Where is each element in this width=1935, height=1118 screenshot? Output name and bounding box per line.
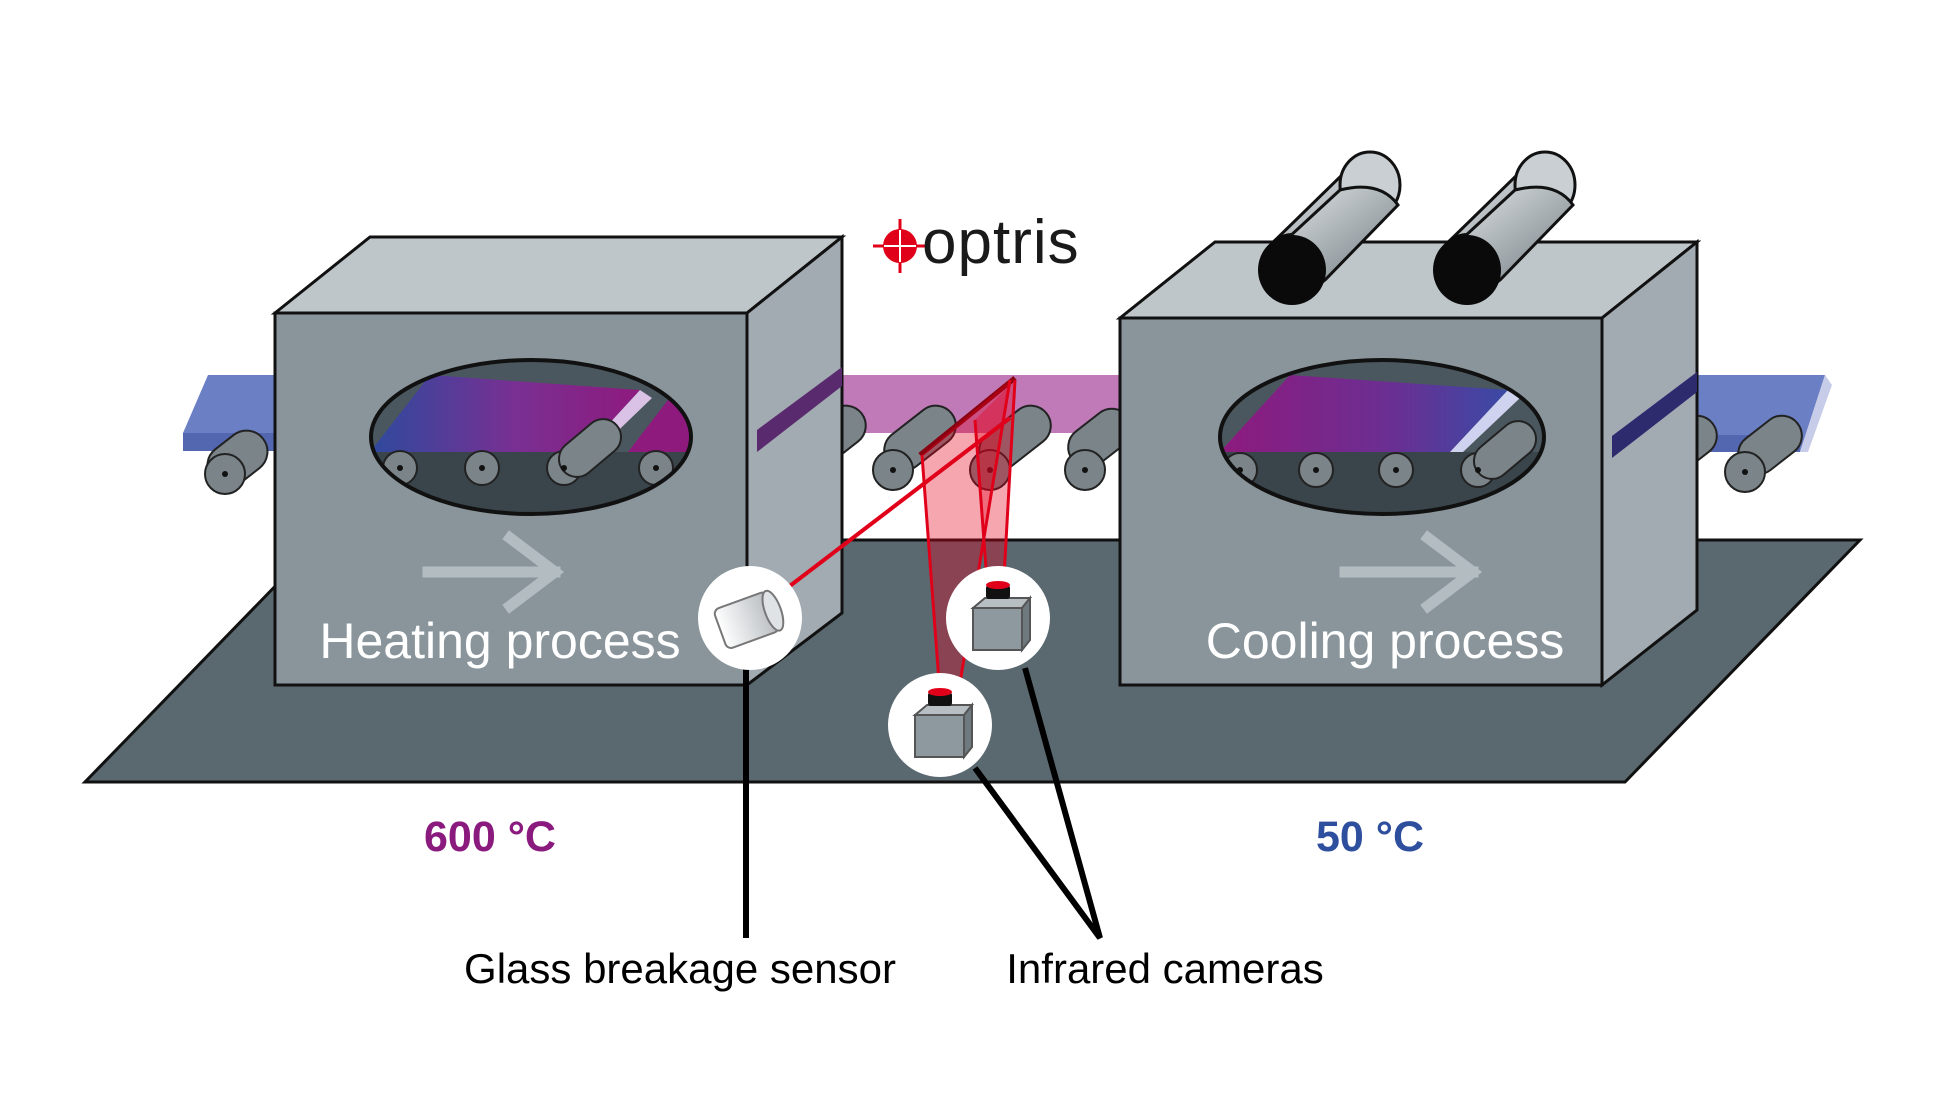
sensor-caption: Glass breakage sensor xyxy=(464,945,896,992)
logo-text: optris xyxy=(922,208,1080,277)
cooling-side-opening xyxy=(1612,372,1697,458)
cooling-temperature: 50 °C xyxy=(1316,813,1424,861)
cooling-furnace-side xyxy=(1600,238,1699,689)
arrow-right-icon xyxy=(422,530,565,614)
heating-side-opening xyxy=(757,367,842,452)
cameras-caption: Infrared cameras xyxy=(1006,945,1323,992)
arrow-right-icon xyxy=(1339,530,1483,614)
infrared-camera-icon xyxy=(946,566,1050,670)
heating-temperature: 600 °C xyxy=(424,813,556,861)
infrared-camera-icon xyxy=(888,673,992,777)
laser-line-top xyxy=(918,376,1017,457)
optris-logo: optris xyxy=(873,208,1080,277)
heating-furnace: Heating process xyxy=(270,233,847,689)
cooling-process-label: Cooling process xyxy=(1206,613,1565,669)
glass-breakage-sensor-icon xyxy=(698,566,802,670)
heating-process-label: Heating process xyxy=(319,613,680,669)
cooling-furnace-top xyxy=(1115,240,1702,320)
camera-view-cone xyxy=(922,380,1010,695)
cooling-furnace: Cooling process xyxy=(1115,150,1702,689)
glass-ribbon-exit-edge xyxy=(1800,375,1832,452)
camera-leader-line xyxy=(972,667,1103,940)
laser-beam xyxy=(776,416,1012,597)
roller-group-left xyxy=(204,429,269,495)
optris-crosshair-icon xyxy=(873,219,927,273)
heating-furnace-top xyxy=(270,235,847,315)
